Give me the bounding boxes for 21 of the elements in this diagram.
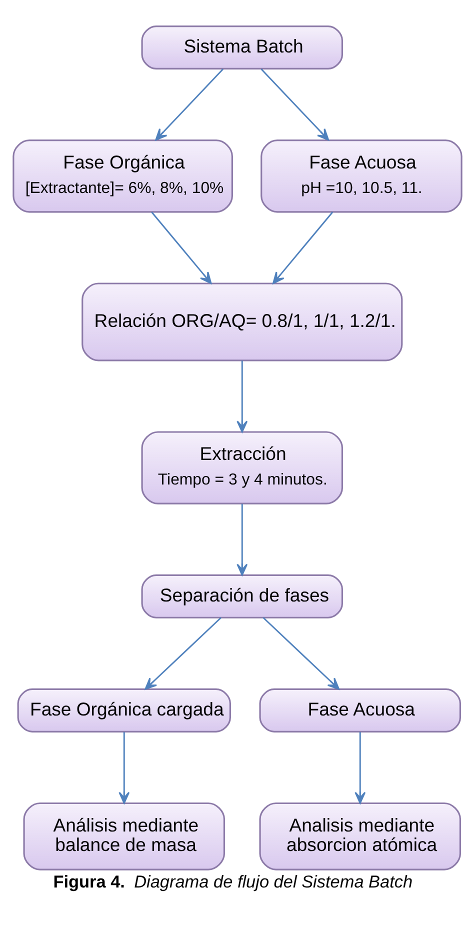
arrow <box>236 360 248 433</box>
node-box: Fase Acuosa pH =10, 10.5, 11. <box>260 140 462 213</box>
arrow <box>354 732 366 804</box>
arrow <box>155 68 224 141</box>
node-box: Fase Orgánica [Extractante]= 6%, 8%, 10% <box>12 140 233 213</box>
caption: Figura 4. Diagrama de flujo del Sistema Batch <box>53 871 413 892</box>
arrow <box>144 617 222 690</box>
arrow <box>272 212 334 284</box>
node-box: Fase Orgánica cargada <box>17 688 231 732</box>
arrow <box>151 212 212 284</box>
node-box: Fase Acuosa <box>259 688 462 732</box>
node-box: Sistema Batch <box>141 26 344 70</box>
arrow <box>236 504 248 576</box>
arrow <box>260 68 330 141</box>
node-box: Relación ORG/AQ= 0.8/1, 1/1, 1.2/1. <box>82 282 403 362</box>
arrow <box>262 617 340 690</box>
arrow <box>118 732 130 804</box>
node-box: Analisis mediante absorcion atómica <box>259 802 462 870</box>
node-box: Separación de fases <box>141 574 344 618</box>
node-box: Análisis mediante balance de masa <box>23 802 226 870</box>
node-box: Extracción Tiempo = 3 y 4 minutos. <box>141 431 344 504</box>
